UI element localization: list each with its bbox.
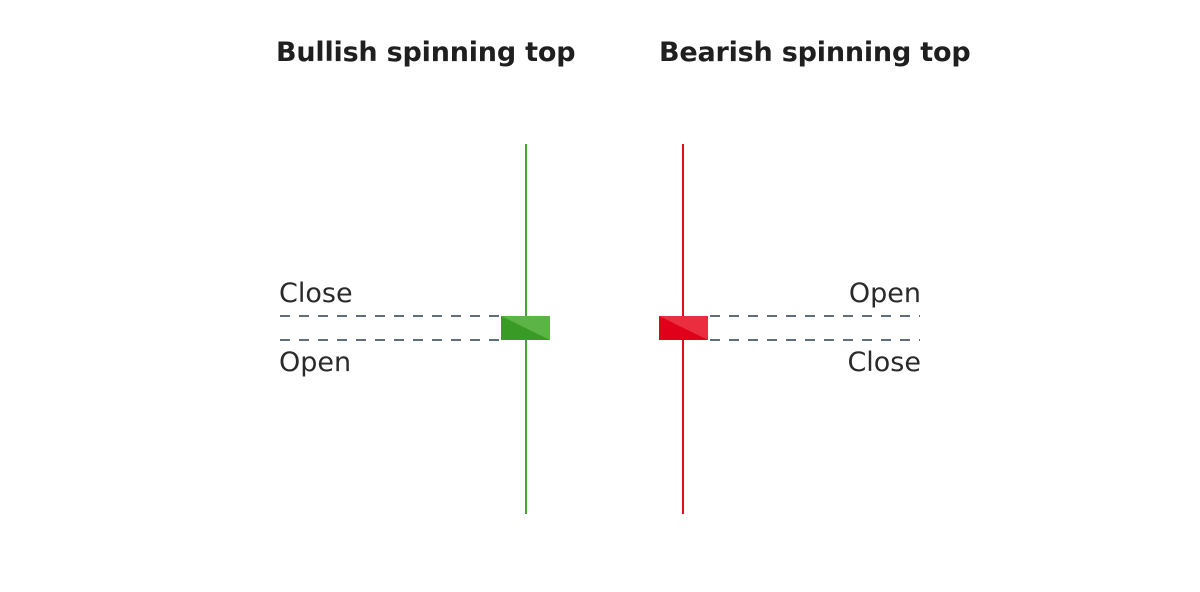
bearish-candle <box>659 144 708 514</box>
bullish-close-label: Close <box>279 278 353 309</box>
bullish-candle <box>501 144 550 514</box>
bullish-body-highlight <box>501 316 550 340</box>
bearish-open-label: Open <box>848 278 921 309</box>
bearish-body-highlight <box>659 316 708 340</box>
bullish-title: Bullish spinning top <box>276 37 576 68</box>
bearish-close-label: Close <box>847 347 921 378</box>
bearish-title: Bearish spinning top <box>659 37 971 68</box>
bullish-open-label: Open <box>279 347 352 378</box>
